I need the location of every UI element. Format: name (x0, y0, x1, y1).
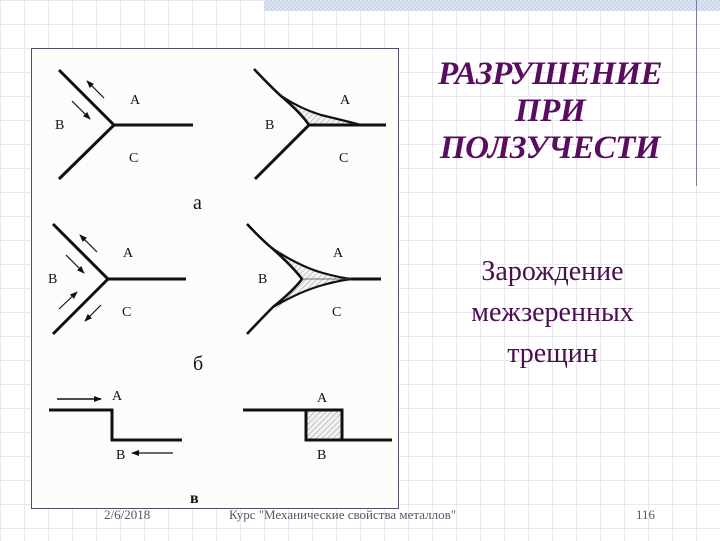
grain-label-c: C (122, 305, 131, 320)
vertical-rule (696, 0, 697, 186)
figure-panel: A B C A B C а A B C (31, 48, 399, 509)
diagram-v1-step-boundary: A B (49, 389, 182, 463)
slide-arrow-icon (65, 254, 85, 274)
slide-arrow-icon (58, 291, 78, 310)
row-caption-a: а (193, 192, 202, 214)
top-decoration-band (264, 0, 720, 11)
grain-label-a: A (317, 391, 328, 406)
grain-label-a: A (123, 246, 134, 261)
subtitle-line: межзеренных (471, 297, 634, 328)
title-line: РАЗРУШЕНИЕ (438, 56, 662, 92)
slide-arrow-icon (79, 234, 98, 253)
grain-label-b: B (116, 448, 125, 463)
grain-label-c: C (332, 305, 341, 320)
grain-label-c: C (339, 151, 348, 166)
grain-label-a: A (112, 389, 123, 404)
grain-label-a: A (130, 93, 141, 108)
row-caption-b: б (193, 353, 203, 375)
slide-subtitle: Зарождение межзеренных трещин (410, 251, 695, 374)
slide-arrow-icon (71, 100, 91, 120)
grain-label-b: B (55, 118, 64, 133)
footer-course: Курс "Механические свойства металлов" (229, 507, 457, 522)
diagram-v2-step-cavity: A B (243, 391, 392, 463)
grain-label-a: A (340, 93, 351, 108)
diagram-b2-wedge-crack: A B C (246, 223, 381, 335)
slide-arrow-icon (86, 80, 105, 99)
grain-label-a: A (333, 246, 344, 261)
grain-label-c: C (129, 151, 138, 166)
grain-label-b: B (48, 272, 57, 287)
grain-label-b: B (265, 118, 274, 133)
diagram-b1-triple-junction: A B C (48, 222, 186, 336)
grain-label-b: B (317, 448, 326, 463)
title-line: ПОЛЗУЧЕСТИ (439, 130, 661, 166)
grain-label-b: B (258, 272, 267, 287)
diagram-a2-wedge-crack: A B C (253, 68, 386, 181)
footer-date: 2/6/2018 (104, 507, 151, 522)
subtitle-line: трещин (507, 338, 598, 369)
row-caption-v: в (190, 490, 199, 507)
slide-arrow-icon (84, 304, 102, 322)
subtitle-line: Зарождение (481, 256, 624, 287)
diagram-a1-triple-junction: A B C (55, 68, 193, 181)
slide-title: РАЗРУШЕНИЕ ПРИ ПОЛЗУЧЕСТИ (400, 56, 700, 167)
footer-page-number: 116 (636, 507, 656, 522)
title-line: ПРИ (515, 93, 586, 129)
